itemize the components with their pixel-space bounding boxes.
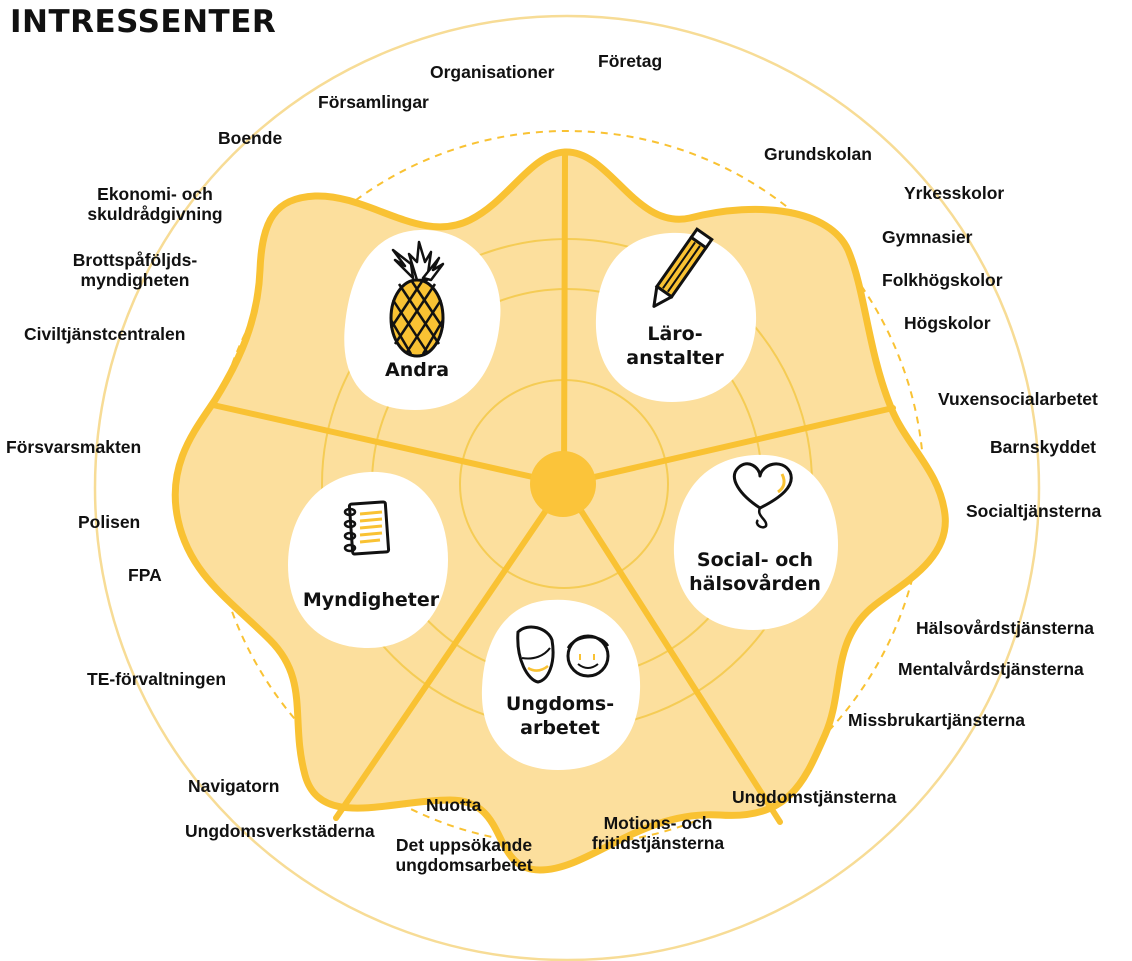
sector-bubble-laroanstalter	[595, 232, 757, 402]
spoke-bottom-right	[561, 481, 783, 825]
stakeholder-label: Folkhögskolor	[882, 270, 1003, 290]
sector-label-andra: Andra	[385, 359, 450, 381]
stakeholder-label: Det uppsökande ungdomsarbetet	[395, 835, 533, 875]
sector-bubble-ungdomsarbetet	[481, 599, 641, 770]
stakeholder-label: Hälsovårdstjänsterna	[916, 618, 1094, 638]
page-title: INTRESSENTER	[10, 4, 277, 40]
pineapple-icon	[389, 240, 445, 358]
spoke-left	[210, 402, 567, 487]
stakeholder-label: Missbrukartjänsterna	[848, 710, 1026, 730]
stakeholder-label: Nuotta	[426, 795, 482, 815]
stakeholder-label: Civiltjänstcentralen	[24, 324, 186, 344]
stakeholder-label: Ungdomsverkstäderna	[185, 821, 375, 841]
stakeholder-label: Högskolor	[904, 313, 991, 333]
stakeholder-label: Polisen	[78, 512, 141, 532]
stakeholder-label: FPA	[128, 565, 162, 585]
spoke-right	[561, 405, 896, 487]
stakeholder-label: Vuxensocialarbetet	[938, 389, 1098, 409]
sector-label-laroanstalter: Läro- anstalter	[626, 323, 724, 369]
stakeholder-label: Företag	[598, 51, 663, 71]
stakeholder-label: Försvarsmakten	[6, 437, 142, 457]
stakeholder-label: Grundskolan	[764, 144, 872, 164]
stakeholder-label: Organisationer	[430, 62, 555, 82]
hub	[530, 451, 596, 517]
stakeholder-label: Brottspåföljds- myndigheten	[72, 250, 198, 290]
stakeholder-label: Församlingar	[318, 92, 429, 112]
sector-bubble-social	[673, 454, 838, 630]
faces-icon	[516, 625, 610, 684]
spoke-bottom-left	[333, 481, 567, 821]
spoke-top	[561, 152, 568, 487]
stakeholder-label: Boende	[218, 128, 283, 148]
stakeholder-label: Motions- och fritidstjänsterna	[591, 813, 725, 853]
stakeholder-label: Ungdomstjänsterna	[732, 787, 897, 807]
heart-icon	[732, 462, 793, 529]
sector-bubble-myndigheter	[288, 471, 448, 648]
spokes	[210, 152, 896, 825]
stakeholder-label: Yrkesskolor	[904, 183, 1005, 203]
stakeholder-label: TE-förvaltningen	[87, 669, 227, 689]
pencil-icon	[652, 227, 714, 308]
stakeholder-label: Gymnasier	[882, 227, 973, 247]
notebook-icon	[343, 500, 391, 556]
sector-label-myndigheter: Myndigheter	[302, 589, 440, 611]
outer-ring	[93, 14, 1041, 961]
sector-label-social: Social- och hälsovården	[689, 549, 821, 595]
sector-label-ungdomsarbetet: Ungdoms- arbetet	[505, 693, 615, 739]
stakeholder-label: Ekonomi- och skuldrådgivning	[87, 184, 223, 224]
stakeholder-label: Socialtjänsterna	[966, 501, 1102, 521]
stakeholder-label: Barnskyddet	[990, 437, 1097, 457]
stakeholder-label: Navigatorn	[188, 776, 280, 796]
stakeholder-label: Mentalvårdstjänsterna	[898, 659, 1084, 679]
